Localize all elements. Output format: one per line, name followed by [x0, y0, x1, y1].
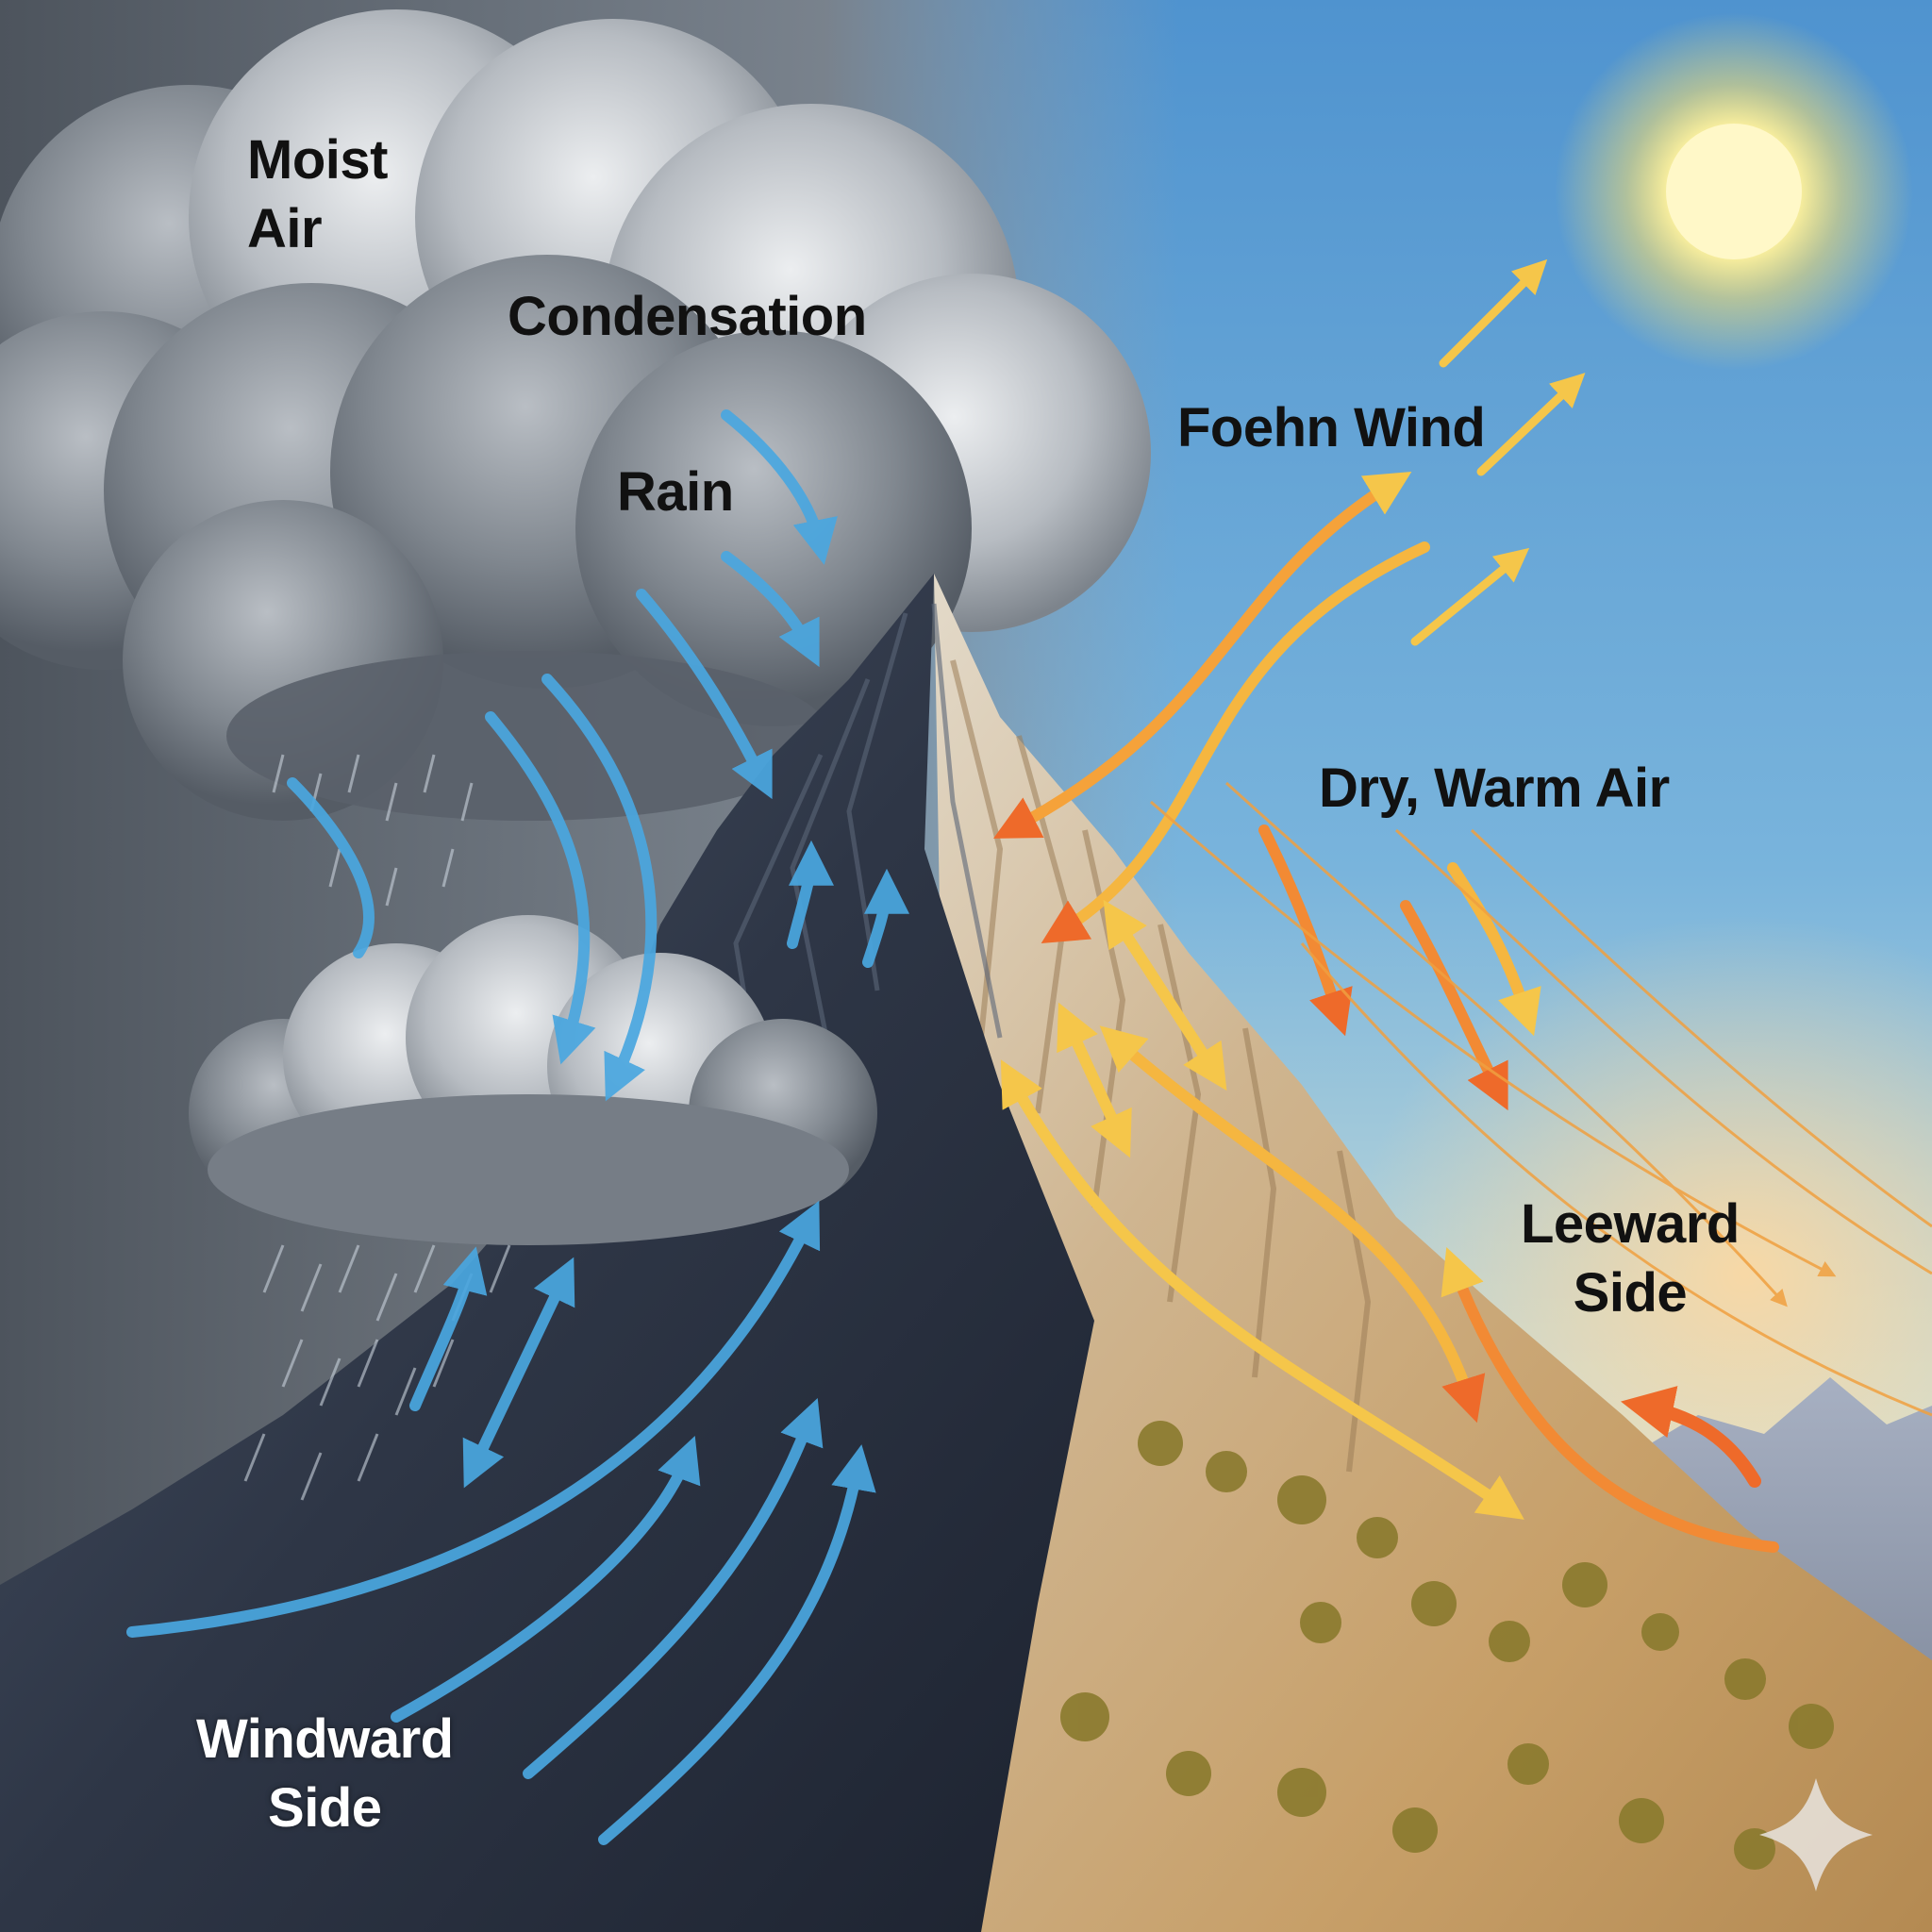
- summit-arrow-2: [862, 868, 909, 968]
- label-moist-air: Moist Air: [247, 129, 388, 259]
- descend-arrow-2: [1400, 900, 1508, 1111]
- windward-rock-texture: [733, 603, 1003, 1171]
- sky-arrow-1: [1439, 258, 1548, 368]
- label-condensation: Condensation: [508, 286, 867, 347]
- sparkle-icon: [1759, 1778, 1873, 1891]
- label-dry-warm-air: Dry, Warm Air: [1319, 758, 1670, 819]
- cloud-arrow-3: [287, 777, 375, 958]
- sun-icon: [1555, 12, 1913, 371]
- label-rain: Rain: [617, 461, 734, 523]
- windward-arrow-4: [598, 1444, 876, 1845]
- windward-arrow-3: [523, 1398, 824, 1779]
- rain-arrow-1: [721, 409, 838, 565]
- sky-arrow-2: [1476, 373, 1586, 476]
- lower-cloud: [189, 915, 877, 1245]
- foehn-arrow-2: [1041, 541, 1430, 944]
- windward-arrow-1: [126, 1200, 821, 1638]
- rain-arrow-2: [721, 551, 820, 668]
- slope-arrow-5: [1441, 1247, 1779, 1553]
- foehn-wind-arrows: [992, 258, 1779, 1553]
- cloud-arrow-2: [485, 711, 596, 1065]
- sky-arrow-3: [1410, 547, 1530, 646]
- label-leeward-side: Leeward Side: [1521, 1193, 1740, 1324]
- slope-arrow-4: [1099, 1025, 1486, 1424]
- summit-arrow-1: [787, 840, 834, 949]
- descend-arrow-3: [1447, 862, 1541, 1037]
- label-foehn-wind: Foehn Wind: [1177, 397, 1486, 458]
- descend-arrow-1: [1258, 824, 1353, 1037]
- rain-arrow-3: [636, 589, 773, 800]
- foehn-arrow-1: [992, 471, 1412, 839]
- rising-moist-air-arrows: [126, 409, 909, 1845]
- windward-arrow-5: [462, 1257, 575, 1489]
- slope-arrow-6: [1621, 1386, 1761, 1488]
- dry-air-streamlines: [1150, 781, 1932, 1417]
- windward-arrow-2: [391, 1436, 701, 1723]
- windward-arrow-6: [409, 1246, 488, 1411]
- label-windward-side: Windward Side: [196, 1708, 454, 1839]
- cloud-arrow-1: [541, 674, 658, 1102]
